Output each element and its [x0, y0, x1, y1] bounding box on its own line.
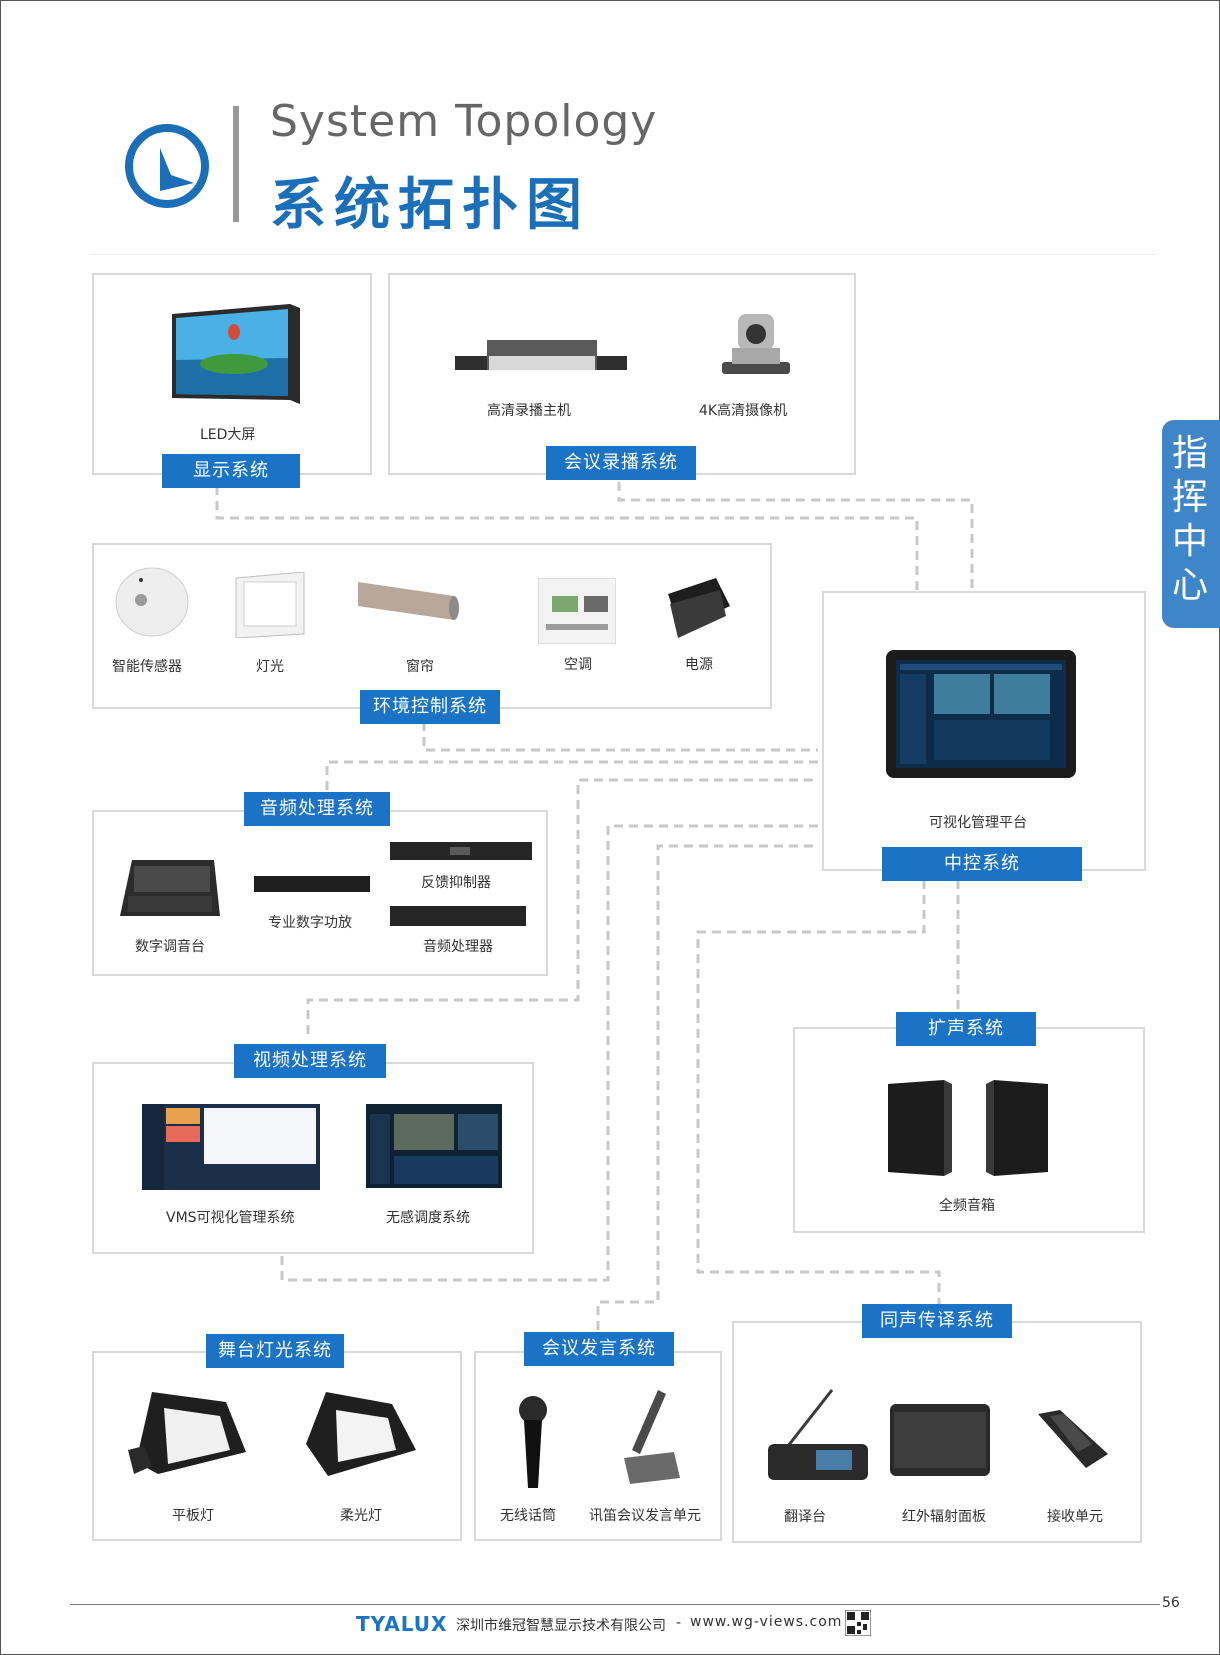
device-caption: 无线话筒	[500, 1508, 556, 1524]
ac-controller-image	[538, 578, 616, 644]
compass-logo-icon	[125, 124, 209, 208]
speech-system-label[interactable]: 会议发言系统	[524, 1332, 674, 1366]
soft-light-image	[306, 1392, 416, 1476]
device-caption: 智能传感器	[112, 659, 182, 675]
website-link[interactable]: www.wg-views.com	[690, 1614, 843, 1630]
device-caption: 接收单元	[1047, 1509, 1103, 1525]
speech-system-box	[474, 1351, 722, 1541]
central-system-label[interactable]: 中控系统	[882, 847, 1082, 881]
display-system-label[interactable]: 显示系统	[162, 454, 300, 488]
page-title-zh: 系统拓扑图	[270, 173, 590, 238]
side-tab[interactable]: 指挥中心	[1162, 420, 1220, 628]
mixer-image	[120, 860, 220, 916]
qr-code-icon	[845, 1610, 871, 1636]
recording-system-label[interactable]: 会议录播系统	[546, 446, 696, 480]
device-caption: 灯光	[256, 659, 284, 675]
camera-image	[722, 314, 790, 374]
conference-mic-image	[624, 1390, 680, 1484]
device-caption: 讯笛会议发言单元	[589, 1508, 701, 1524]
header-rule	[90, 254, 1156, 255]
header-divider	[233, 106, 239, 222]
feedback-suppressor-image	[390, 842, 532, 860]
sensor-image	[115, 567, 189, 637]
device-caption: 柔光灯	[340, 1508, 382, 1524]
device-caption: 翻译台	[784, 1509, 826, 1525]
device-caption: 无感调度系统	[386, 1210, 470, 1226]
curtain-motor-image	[358, 582, 459, 620]
scheduling-screenshot-image	[366, 1104, 502, 1188]
receiver-unit-image	[1038, 1410, 1108, 1468]
stage-lighting-label[interactable]: 舞台灯光系统	[206, 1334, 344, 1368]
device-caption: 专业数字功放	[268, 915, 352, 931]
panel-light-image	[128, 1392, 246, 1474]
page-title-en: System Topology	[270, 96, 658, 147]
device-caption: 空调	[564, 657, 592, 673]
device-caption: 4K高清摄像机	[699, 403, 788, 419]
device-caption: 数字调音台	[135, 939, 205, 955]
led-screen-image	[172, 304, 300, 404]
video-system-label[interactable]: 视频处理系统	[234, 1044, 386, 1078]
device-caption: 电源	[685, 657, 713, 673]
audio-system-label[interactable]: 音频处理系统	[244, 792, 390, 826]
device-caption: LED大屏	[200, 427, 256, 443]
device-caption: 反馈抑制器	[421, 875, 491, 891]
device-caption: VMS可视化管理系统	[166, 1210, 295, 1226]
side-tab-label: 指挥中心	[1171, 433, 1208, 606]
pa-system-label[interactable]: 扩声系统	[896, 1012, 1036, 1046]
light-panel-image	[235, 572, 305, 638]
device-caption: 平板灯	[172, 1508, 214, 1524]
brand-logo: TYALUX	[356, 1612, 448, 1636]
environment-system-box	[92, 543, 772, 709]
speaker-image	[888, 1080, 952, 1176]
footer-separator: -	[676, 1615, 682, 1631]
vms-screenshot-image	[142, 1104, 320, 1190]
recording-system-box	[388, 273, 856, 475]
footer-rule	[70, 1604, 1160, 1605]
device-caption: 可视化管理平台	[929, 815, 1027, 831]
device-caption: 红外辐射面板	[902, 1509, 986, 1525]
device-caption: 全频音箱	[939, 1198, 995, 1214]
interpreter-desk-image	[768, 1389, 868, 1480]
company-name: 深圳市维冠智慧显示技术有限公司	[456, 1618, 666, 1634]
audio-processor-image	[390, 906, 526, 926]
pa-system-box	[793, 1027, 1145, 1233]
device-caption: 音频处理器	[423, 939, 493, 955]
recording-host-image	[455, 340, 627, 370]
tablet-platform-image	[886, 650, 1076, 778]
speaker-image	[986, 1080, 1048, 1176]
device-caption: 窗帘	[406, 659, 434, 675]
page-number: 56	[1162, 1595, 1180, 1611]
amplifier-image	[254, 876, 370, 892]
device-caption: 高清录播主机	[487, 403, 571, 419]
interpretation-label[interactable]: 同声传译系统	[862, 1304, 1012, 1338]
wireless-mic-image	[519, 1396, 547, 1488]
power-outlet-image	[668, 578, 730, 638]
infrared-panel-image	[890, 1404, 990, 1476]
environment-system-label[interactable]: 环境控制系统	[360, 690, 500, 724]
